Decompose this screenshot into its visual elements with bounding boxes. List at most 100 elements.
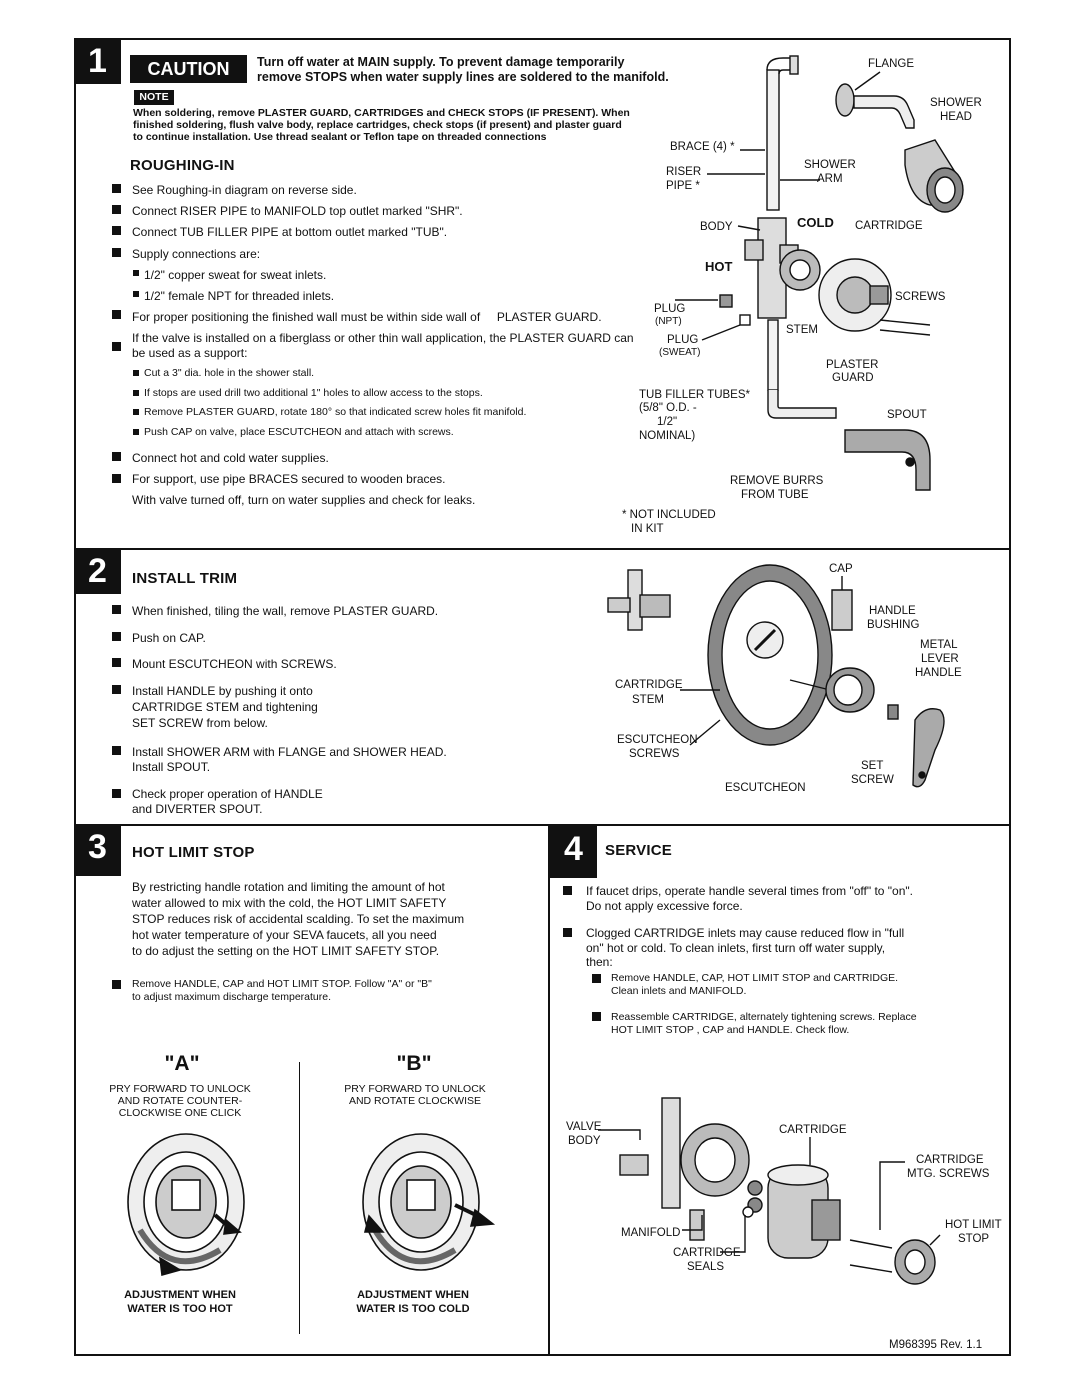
final-line: With valve turned off, turn on water sup… xyxy=(132,493,476,507)
label-mtg-screws: MTG. SCREWS xyxy=(907,1168,990,1180)
section-number-4: 4 xyxy=(550,826,597,878)
plaster-item: For proper positioning the finished wall… xyxy=(132,310,602,324)
trim-arm-2: Install SPOUT. xyxy=(132,760,211,774)
label-escutcheon: ESCUTCHEON xyxy=(617,734,698,746)
label-hot-limit: HOT LIMIT xyxy=(945,1219,1002,1231)
note-text-2: finished soldering, flush valve body, re… xyxy=(133,119,622,131)
heading-service: SERVICE xyxy=(605,842,672,859)
hls-remove-2: to adjust maximum discharge temperature. xyxy=(132,991,332,1003)
variant-b-line-2: AND ROTATE CLOCKWISE xyxy=(348,1095,482,1107)
bullet xyxy=(112,452,121,461)
label-hot: HOT xyxy=(705,259,733,274)
service-clog-3: then: xyxy=(586,955,613,969)
roughing-item-2: Connect RISER PIPE to MANIFOLD top outle… xyxy=(132,204,463,218)
label-stem: STEM xyxy=(786,324,818,336)
label-in-kit: IN KIT xyxy=(631,523,664,535)
variant-divider xyxy=(299,1062,300,1334)
label-nominal: NOMINAL) xyxy=(639,430,696,442)
label-screw: SCREW xyxy=(851,774,894,786)
variant-b-line-1: PRY FORWARD TO UNLOCK xyxy=(344,1083,486,1095)
fiberglass-sub-4: Push CAP on valve, place ESCUTCHEON and … xyxy=(144,426,454,438)
divider-1-2 xyxy=(74,548,1011,550)
label-handle-2: HANDLE xyxy=(915,667,962,679)
heading-hot-limit-stop: HOT LIMIT STOP xyxy=(132,844,255,861)
variant-b-adjust-2: WATER IS TOO COLD xyxy=(356,1303,470,1315)
label-screws: SCREWS xyxy=(895,291,946,303)
label-metal: METAL xyxy=(920,639,958,651)
bullet xyxy=(112,789,121,798)
final-item-2: For support, use pipe BRACES secured to … xyxy=(132,472,446,486)
trim-item-3: Mount ESCUTCHEON with SCREWS. xyxy=(132,657,337,671)
bullet xyxy=(112,310,121,319)
variant-a-diagram xyxy=(127,1133,245,1277)
roughing-item-4: Supply connections are: xyxy=(132,247,261,261)
install-trim-diagram xyxy=(607,564,945,788)
label-stem-trim: STEM xyxy=(632,694,664,706)
sub-bullet xyxy=(133,429,139,435)
fiberglass-sub-2: If stops are used drill two additional 1… xyxy=(144,387,483,399)
caution-text-2: remove STOPS when water supply lines are… xyxy=(257,70,669,84)
label-set: SET xyxy=(861,760,884,772)
label-guard: GUARD xyxy=(832,372,874,384)
note-text-1: When soldering, remove PLASTER GUARD, CA… xyxy=(133,107,630,119)
trim-handle-3: SET SCREW from below. xyxy=(132,716,268,730)
label-screws-trim: SCREWS xyxy=(629,748,680,760)
bullet xyxy=(112,632,121,641)
fiberglass-sub-3: Remove PLASTER GUARD, rotate 180° so tha… xyxy=(144,406,527,418)
bullet xyxy=(592,974,601,983)
bullet xyxy=(112,226,121,235)
label-bushing: BUSHING xyxy=(867,619,920,631)
label-plug-2: PLUG xyxy=(667,334,699,346)
service-sub-1a: Remove HANDLE, CAP, HOT LIMIT STOP and C… xyxy=(611,972,899,984)
variant-a-adjust-2: WATER IS TOO HOT xyxy=(127,1303,233,1315)
document-number: M968395 Rev. 1.1 xyxy=(889,1339,983,1351)
heading-install-trim: INSTALL TRIM xyxy=(132,570,238,587)
bullet xyxy=(563,928,572,937)
variant-a-line-2: AND ROTATE COUNTER- xyxy=(117,1095,243,1107)
bullet xyxy=(112,746,121,755)
bullet xyxy=(112,248,121,257)
service-clog-1: Clogged CARTRIDGE inlets may cause reduc… xyxy=(586,926,905,940)
roughing-item-1: See Roughing-in diagram on reverse side. xyxy=(132,183,357,197)
label-manifold: MANIFOLD xyxy=(621,1227,681,1239)
label-plug: PLUG xyxy=(654,303,686,315)
hls-remove-1: Remove HANDLE, CAP and HOT LIMIT STOP. F… xyxy=(132,978,432,990)
label-head: HEAD xyxy=(940,111,972,123)
trim-item-1: When finished, tiling the wall, remove P… xyxy=(132,604,439,618)
label-remove-burrs: REMOVE BURRS xyxy=(730,475,824,487)
service-diagram xyxy=(598,1097,941,1285)
label-seals: SEALS xyxy=(687,1261,725,1273)
trim-check-1: Check proper operation of HANDLE xyxy=(132,787,323,801)
label-cartridge: CARTRIDGE xyxy=(855,220,923,232)
label-shower-2: SHOWER xyxy=(804,159,856,171)
note-text-3: to continue installation. Use thread sea… xyxy=(133,131,547,143)
bullet xyxy=(112,605,121,614)
label-arm: ARM xyxy=(817,173,843,185)
divider-2-3 xyxy=(74,824,1011,826)
label-half: 1/2" xyxy=(657,416,678,428)
label-npt: (NPT) xyxy=(655,316,682,327)
label-flange: FLANGE xyxy=(868,58,915,70)
caution-text-1: Turn off water at MAIN supply. To preven… xyxy=(257,55,625,69)
service-sub-2b: HOT LIMIT STOP , CAP and HANDLE. Check f… xyxy=(611,1024,850,1036)
label-stop: STOP xyxy=(958,1233,990,1245)
label-service-cartridge: CARTRIDGE xyxy=(779,1124,847,1136)
sub-bullet xyxy=(133,370,139,376)
hls-para-1: By restricting handle rotation and limit… xyxy=(132,880,445,894)
roughing-item-3: Connect TUB FILLER PIPE at bottom outlet… xyxy=(132,225,448,239)
label-od: (5/8" O.D. - xyxy=(639,402,697,414)
label-valve: VALVE xyxy=(566,1121,602,1133)
label-handle: HANDLE xyxy=(869,605,916,617)
bullet xyxy=(112,980,121,989)
variant-a-adjust-1: ADJUSTMENT WHEN xyxy=(124,1289,236,1301)
label-cap: CAP xyxy=(829,563,853,575)
section-number-3: 3 xyxy=(74,824,121,876)
service-drip-2: Do not apply excessive force. xyxy=(586,899,743,913)
bullet xyxy=(563,886,572,895)
service-drip-1: If faucet drips, operate handle several … xyxy=(586,884,913,898)
sub-bullet xyxy=(133,390,139,396)
hls-para-4: hot water temperature of your SEVA fauce… xyxy=(132,928,437,942)
label-cartridge-trim: CARTRIDGE xyxy=(615,679,683,691)
label-escutcheon-2: ESCUTCHEON xyxy=(725,782,806,794)
label-valve-body: BODY xyxy=(568,1135,601,1147)
